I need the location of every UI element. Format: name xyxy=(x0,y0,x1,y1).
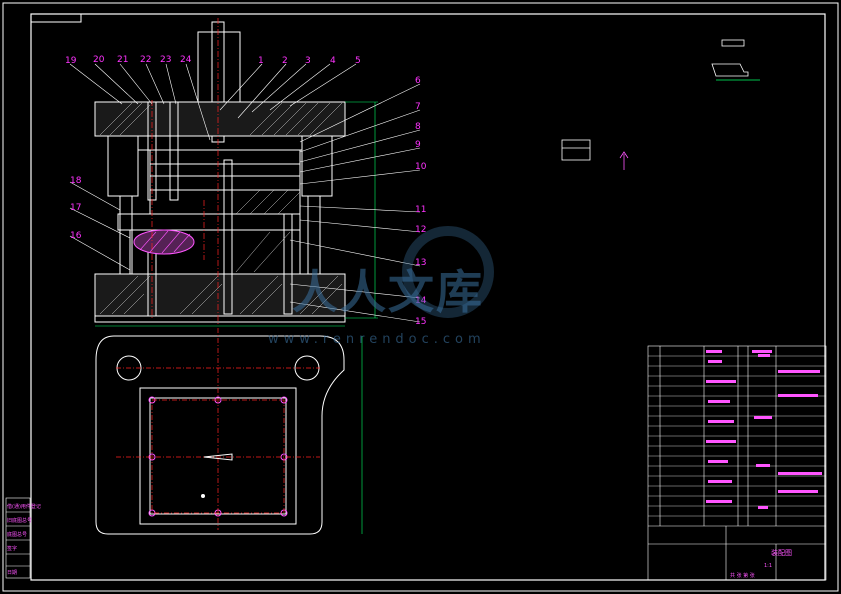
strip-detail xyxy=(561,139,629,170)
workpiece-detail xyxy=(711,39,760,81)
part-label-5: 5 xyxy=(355,56,361,66)
watermark-ring xyxy=(402,226,494,318)
left-strip-label-5: 日期 xyxy=(7,570,18,576)
rubber-spring xyxy=(133,229,195,255)
part-label-23: 23 xyxy=(160,55,172,65)
part-label-7: 7 xyxy=(415,102,421,112)
part-label-17: 17 xyxy=(70,203,82,213)
left-strip-label-2: 旧底图总号 xyxy=(7,518,33,524)
watermark-url: www.renrendoc.com xyxy=(268,332,486,347)
part-label-1: 1 xyxy=(258,56,264,66)
front-section-view xyxy=(94,21,346,323)
parts-list-text xyxy=(706,350,822,509)
part-label-15: 15 xyxy=(415,317,427,327)
plan-view xyxy=(95,335,345,535)
part-label-11: 11 xyxy=(415,205,427,215)
part-label-19: 19 xyxy=(65,56,77,66)
part-label-24: 24 xyxy=(180,55,192,65)
left-strip-label-3: 底图总号 xyxy=(7,532,28,538)
part-label-8: 8 xyxy=(415,122,421,132)
part-label-22: 22 xyxy=(140,55,152,65)
part-label-12: 12 xyxy=(415,225,427,235)
left-strip-label-4: 签字 xyxy=(7,546,18,552)
scale-value: 1:1 xyxy=(764,563,773,569)
inner-frame xyxy=(30,13,826,581)
left-strip xyxy=(5,497,31,579)
part-label-6: 6 xyxy=(415,76,421,86)
part-label-20: 20 xyxy=(93,55,105,65)
part-label-18: 18 xyxy=(70,176,82,186)
parts-list xyxy=(647,345,827,581)
part-label-9: 9 xyxy=(415,140,421,150)
part-label-10: 10 xyxy=(415,162,427,172)
sheet-count: 共 张 第 张 xyxy=(730,573,755,579)
drawing-title: 装配图 xyxy=(771,549,792,557)
leader-lines xyxy=(69,63,421,323)
part-label-3: 3 xyxy=(305,56,311,66)
part-label-2: 2 xyxy=(282,56,288,66)
front-centerlines xyxy=(151,18,219,326)
part-label-4: 4 xyxy=(330,56,336,66)
plan-centerlines xyxy=(116,328,320,530)
part-label-16: 16 xyxy=(70,231,82,241)
watermark-text: 人人文库 xyxy=(292,265,484,319)
part-outline xyxy=(203,453,233,461)
section-hatching xyxy=(99,102,343,315)
part-label-21: 21 xyxy=(117,55,129,65)
left-strip-label-1: 借(通)用件登记 xyxy=(7,504,41,510)
code-box xyxy=(30,13,82,23)
